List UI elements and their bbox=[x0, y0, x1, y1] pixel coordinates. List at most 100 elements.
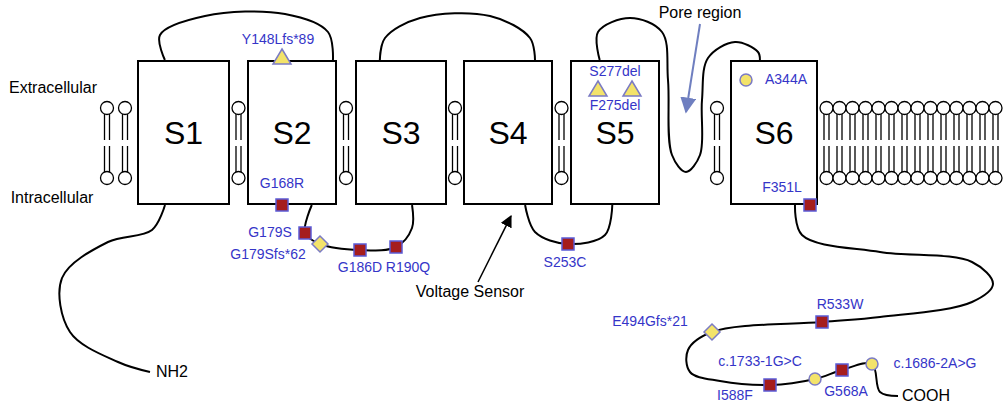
lipid-head bbox=[950, 172, 963, 185]
lipid-tail bbox=[992, 114, 993, 140]
lipid-tail bbox=[979, 146, 980, 172]
lipid-head bbox=[911, 172, 924, 185]
lipid-tail bbox=[836, 114, 837, 140]
missense-square bbox=[562, 238, 574, 250]
lipid-tail bbox=[841, 146, 842, 172]
lipid-head bbox=[924, 102, 937, 115]
lipid-tail bbox=[823, 146, 824, 172]
missense-square bbox=[276, 199, 288, 211]
lipid-tail bbox=[927, 146, 928, 172]
missense-square bbox=[299, 227, 311, 239]
mutation-label: G186D bbox=[338, 260, 382, 275]
lipid-tail bbox=[953, 146, 954, 172]
lipid-head bbox=[833, 102, 846, 115]
transmembrane-segment: S4 bbox=[463, 60, 553, 205]
lipid-head bbox=[833, 172, 846, 185]
lipid-tail bbox=[563, 114, 564, 140]
lipid-head bbox=[859, 172, 872, 185]
mutation-label: R190Q bbox=[386, 260, 430, 275]
lipid-head bbox=[846, 102, 859, 115]
frameshift-diamond bbox=[312, 236, 328, 252]
lipid-tail bbox=[945, 146, 946, 172]
lipid-tail bbox=[457, 114, 458, 140]
lipid-tail bbox=[906, 114, 907, 140]
missense-square bbox=[804, 199, 816, 211]
lipid-tail bbox=[127, 114, 128, 140]
lipid-head bbox=[555, 172, 568, 185]
lipid-pair bbox=[885, 102, 898, 185]
region-label: COOH bbox=[902, 387, 950, 405]
terminal-tail bbox=[686, 205, 993, 396]
mutation-label: I588F bbox=[717, 388, 753, 403]
lipid-tail bbox=[563, 146, 564, 172]
lipid-head bbox=[885, 172, 898, 185]
lipid-tail bbox=[719, 114, 720, 140]
mutation-label: c.1733-1G>C bbox=[718, 354, 802, 369]
lipid-pair bbox=[833, 102, 846, 185]
lipid-tail bbox=[828, 114, 829, 140]
segment-name: S4 bbox=[488, 117, 527, 149]
lipid-tail bbox=[932, 146, 933, 172]
lipid-tail bbox=[714, 146, 715, 172]
chain-loop bbox=[380, 13, 535, 60]
deletion-triangle bbox=[623, 81, 641, 96]
sensor-pointer bbox=[478, 216, 511, 282]
lipid-head bbox=[119, 172, 132, 185]
lipid-tail bbox=[854, 146, 855, 172]
missense-square bbox=[390, 241, 402, 253]
lipid-tail bbox=[849, 146, 850, 172]
lipid-tail bbox=[971, 146, 972, 172]
segment-name: S2 bbox=[272, 117, 311, 149]
lipid-head bbox=[846, 172, 859, 185]
lipid-tail bbox=[849, 114, 850, 140]
lipid-pair bbox=[872, 102, 885, 185]
lipid-pair bbox=[711, 102, 724, 185]
lipid-tail bbox=[893, 114, 894, 140]
lipid-tail bbox=[966, 114, 967, 140]
lipid-tail bbox=[862, 146, 863, 172]
lipid-head bbox=[232, 102, 245, 115]
segment-name: S1 bbox=[164, 117, 203, 149]
deletion-triangle bbox=[273, 49, 291, 64]
lipid-head bbox=[885, 102, 898, 115]
lipid-pair bbox=[119, 102, 132, 185]
lipid-tail bbox=[343, 146, 344, 172]
lipid-tail bbox=[901, 146, 902, 172]
mutation-label: F275del bbox=[590, 98, 641, 113]
lipid-head bbox=[937, 172, 950, 185]
splice-circle bbox=[866, 358, 878, 370]
lipid-tail bbox=[880, 114, 881, 140]
lipid-head bbox=[555, 102, 568, 115]
lipid-tail bbox=[984, 114, 985, 140]
lipid-tail bbox=[927, 114, 928, 140]
lipid-tail bbox=[109, 114, 110, 140]
lipid-tail bbox=[235, 114, 236, 140]
mutation-label: F351L bbox=[762, 180, 802, 195]
lipid-tail bbox=[971, 114, 972, 140]
lipid-tail bbox=[997, 114, 998, 140]
missense-square bbox=[816, 316, 828, 328]
deletion-triangle bbox=[589, 81, 607, 96]
missense-square bbox=[354, 244, 366, 256]
mutation-label: c.1686-2A>G bbox=[894, 356, 977, 371]
transmembrane-segment: S3 bbox=[355, 60, 447, 205]
lipid-tail bbox=[452, 146, 453, 172]
segment-name: S3 bbox=[381, 117, 420, 149]
lipid-tail bbox=[901, 114, 902, 140]
lipid-head bbox=[963, 172, 976, 185]
lipid-head bbox=[989, 102, 1002, 115]
lipid-head bbox=[340, 102, 353, 115]
lipid-head bbox=[924, 172, 937, 185]
lipid-tail bbox=[127, 146, 128, 172]
lipid-pair bbox=[101, 102, 114, 185]
lipid-head bbox=[976, 102, 989, 115]
transmembrane-segment: S5 bbox=[570, 60, 660, 205]
lipid-head bbox=[820, 172, 833, 185]
lipid-head bbox=[872, 102, 885, 115]
lipid-tail bbox=[880, 146, 881, 172]
transmembrane-segment: S1 bbox=[137, 60, 230, 205]
lipid-tail bbox=[841, 114, 842, 140]
lipid-pair bbox=[340, 102, 353, 185]
lipid-head bbox=[340, 172, 353, 185]
